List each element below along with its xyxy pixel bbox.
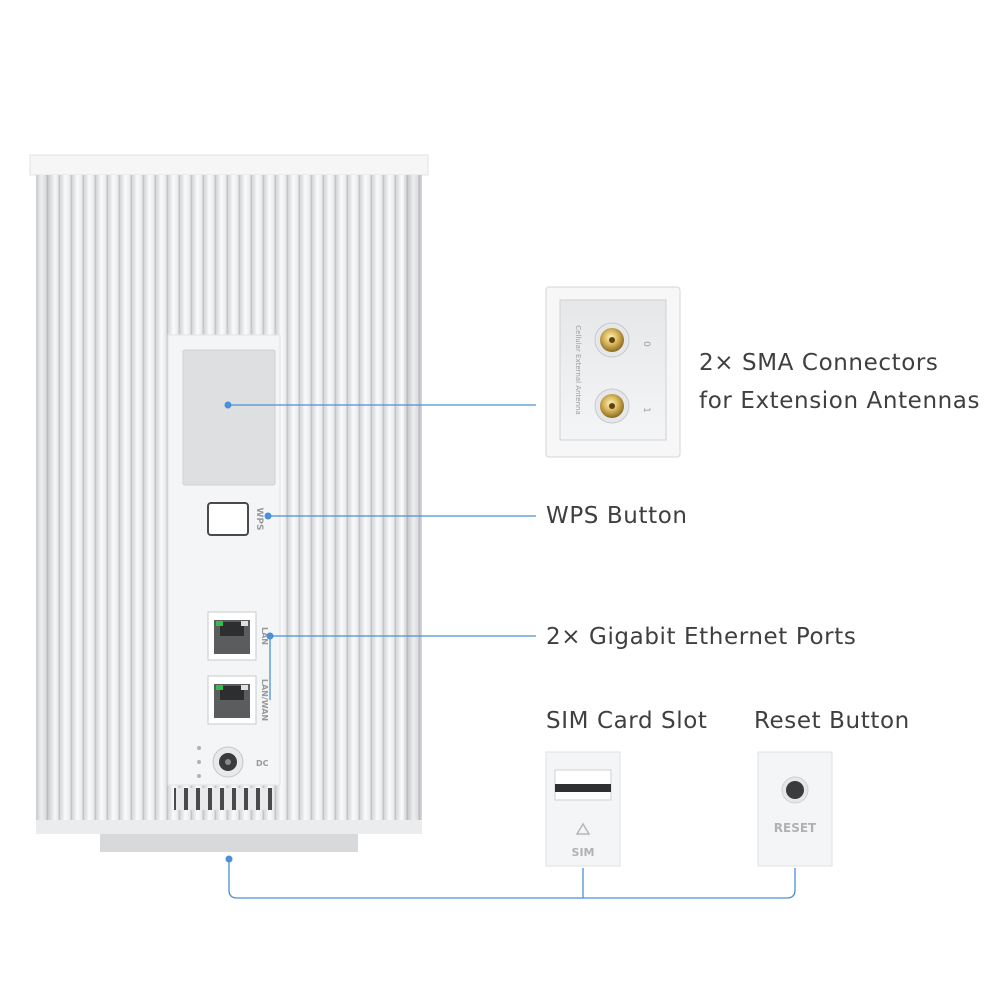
lan-device-label: LAN [260,627,269,645]
ethernet-port-lan-wan: LAN/WAN [207,675,269,725]
dc-device-label: DC [256,759,269,768]
wps-callout: WPS Button [546,503,688,529]
sim-slot-inset: SIM [545,751,621,867]
sma-callout-line1: 2× SMA Connectors [699,350,939,376]
sim-slot-opening [555,784,611,792]
reset-pinhole [786,781,804,799]
sim-insert-arrow-icon [575,822,591,835]
dc-power-jack: DC [197,746,269,778]
sma-callout-line2: for Extension Antennas [699,388,981,414]
lan-wan-device-label: LAN/WAN [260,679,269,721]
reset-device-label: RESET [774,821,817,835]
sim-device-label: SIM [572,846,595,859]
antenna-panel-label: Cellular External Antenna [574,325,582,415]
base-foot [100,834,358,852]
ethernet-callout: 2× Gigabit Ethernet Ports [546,624,857,650]
wps-button-device: WPS [207,502,272,536]
sim-callout: SIM Card Slot [546,708,708,734]
vent-slots [174,788,274,810]
antenna-port-0-label: 0 [641,341,651,347]
leader-lines [228,404,796,899]
label-plate [182,349,276,486]
antenna-port-1-label: 1 [641,407,651,413]
reset-callout: Reset Button [754,708,910,734]
sma-callout: 2× SMA Connectors for Extension Antennas [699,344,980,420]
reset-button-inset: RESET [757,751,833,867]
wps-device-label: WPS [254,507,264,530]
sma-connector-inset: Cellular External Antenna 0 1 [545,286,681,458]
ethernet-port-lan: LAN [207,611,269,661]
